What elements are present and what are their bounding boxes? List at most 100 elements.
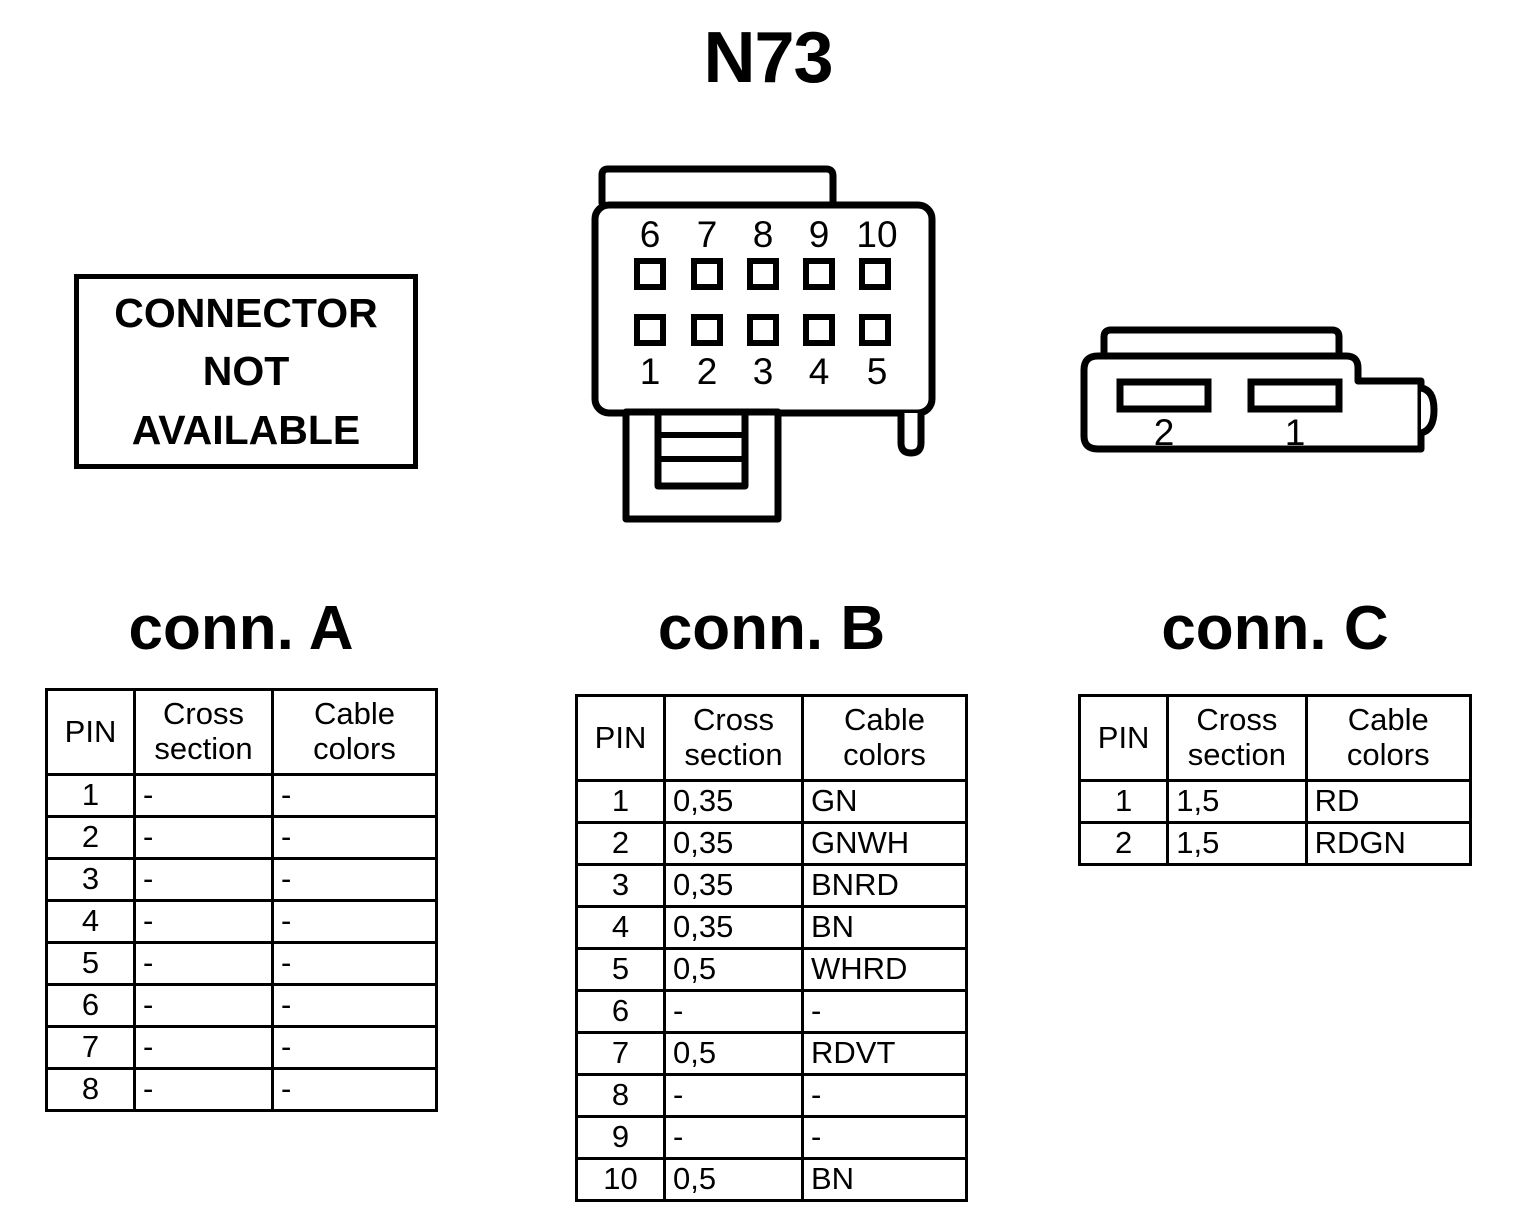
table-row: 9-- — [575, 1115, 968, 1160]
header-cable-colors: Cable colors — [1304, 694, 1473, 782]
cell-pin: 8 — [45, 1067, 136, 1112]
table-header-row: PIN Cross section Cable colors — [1077, 694, 1473, 782]
cell-pin: 2 — [45, 815, 136, 860]
cell-cross-section: 1,5 — [1166, 821, 1308, 866]
cell-cable-colors: BNRD — [801, 863, 968, 908]
cell-cross-section: - — [133, 815, 274, 860]
header-cable-colors: Cable colors — [801, 694, 968, 782]
pin-label-9: 9 — [809, 214, 830, 255]
pin-label-10: 10 — [856, 214, 897, 255]
cell-cable-colors: WHRD — [801, 947, 968, 992]
pin-square-9 — [803, 258, 835, 290]
cell-cable-colors: GN — [801, 779, 968, 824]
pin-label-4: 4 — [809, 351, 830, 392]
header-cross-section: Cross section — [133, 688, 274, 776]
cell-pin: 5 — [45, 941, 136, 986]
header-pin: PIN — [45, 688, 136, 776]
connector-not-available-box: CONNECTOR NOT AVAILABLE — [74, 274, 418, 469]
pin-square-10 — [859, 258, 891, 290]
pin-square-6 — [634, 258, 666, 290]
pin-table-conn-a: PIN Cross section Cable colors 1--2--3--… — [45, 688, 438, 1112]
cell-pin: 7 — [45, 1025, 136, 1070]
cell-cross-section: - — [133, 857, 274, 902]
header-cable-colors: Cable colors — [271, 688, 438, 776]
cell-cable-colors: RD — [1304, 779, 1473, 824]
table-row: 6-- — [575, 989, 968, 1034]
pin-label-6: 6 — [640, 214, 661, 255]
header-cable-colors-line1: Cable — [1347, 702, 1429, 738]
cell-pin: 9 — [575, 1115, 666, 1160]
table-row: 8-- — [575, 1073, 968, 1118]
cell-cross-section: 0,5 — [663, 947, 804, 992]
cell-pin: 1 — [1077, 779, 1170, 824]
header-cable-colors-line2: colors — [1346, 737, 1430, 772]
cell-pin: 3 — [45, 857, 136, 902]
page-title: N73 — [703, 18, 833, 98]
cell-cable-colors: RDGN — [1304, 821, 1473, 866]
cell-pin: 5 — [575, 947, 666, 992]
cell-pin: 10 — [575, 1157, 666, 1202]
cell-pin: 1 — [575, 779, 666, 824]
table-row: 6-- — [45, 983, 438, 1028]
cell-pin: 2 — [575, 821, 666, 866]
cell-cross-section: 0,5 — [663, 1031, 804, 1076]
cell-pin: 3 — [575, 863, 666, 908]
cell-pin: 1 — [45, 773, 136, 818]
heading-conn-a: conn. A — [128, 594, 354, 663]
cell-cable-colors: - — [271, 983, 438, 1028]
cell-cross-section: - — [133, 983, 274, 1028]
cell-cable-colors: GNWH — [801, 821, 968, 866]
table-body-conn-a: 1--2--3--4--5--6--7--8-- — [45, 773, 438, 1112]
cell-cross-section: - — [133, 941, 274, 986]
heading-conn-b: conn. B — [657, 594, 886, 663]
header-pin: PIN — [575, 694, 666, 782]
header-cable-colors-line1: Cable — [314, 696, 395, 732]
cell-cross-section: 0,35 — [663, 863, 804, 908]
cell-cable-colors: - — [271, 1067, 438, 1112]
pin-label-5: 5 — [867, 351, 888, 392]
cell-pin: 7 — [575, 1031, 666, 1076]
pin-label-1: 1 — [640, 351, 661, 392]
cell-cross-section: 0,5 — [663, 1157, 804, 1202]
header-cable-colors-line1: Cable — [844, 702, 925, 738]
not-available-line-1: CONNECTOR — [114, 290, 378, 337]
cell-cross-section: - — [133, 899, 274, 944]
cell-pin: 8 — [575, 1073, 666, 1118]
slot-label-1: 1 — [1285, 412, 1306, 453]
cell-cable-colors: - — [801, 1115, 968, 1160]
header-pin: PIN — [1077, 694, 1170, 782]
cell-cable-colors: - — [271, 899, 438, 944]
cell-cable-colors: - — [801, 989, 968, 1034]
header-cross-section: Cross section — [663, 694, 804, 782]
cell-cross-section: - — [133, 1067, 274, 1112]
header-cable-colors-line2: colors — [313, 731, 396, 766]
cell-cable-colors: - — [271, 815, 438, 860]
cell-cross-section: 0,35 — [663, 821, 804, 866]
table-row: 5-- — [45, 941, 438, 986]
header-cross-section-line1: Cross — [163, 696, 244, 732]
cell-cross-section: - — [663, 989, 804, 1034]
pin-square-2 — [691, 314, 723, 346]
cell-cross-section: - — [133, 773, 274, 818]
pin-square-5 — [859, 314, 891, 346]
table-row: 2-- — [45, 815, 438, 860]
not-available-line-3: AVAILABLE — [131, 406, 361, 453]
pin-square-4 — [803, 314, 835, 346]
pin-square-1 — [634, 314, 666, 346]
cell-cross-section: 0,35 — [663, 779, 804, 824]
table-row: 3-- — [45, 857, 438, 902]
header-cross-section-line2: section — [154, 731, 253, 766]
pin-square-3 — [747, 314, 779, 346]
cell-cross-section: - — [663, 1115, 804, 1160]
cell-pin: 4 — [575, 905, 666, 950]
cell-cable-colors: - — [271, 857, 438, 902]
table-header-row: PIN Cross section Cable colors — [45, 688, 438, 776]
